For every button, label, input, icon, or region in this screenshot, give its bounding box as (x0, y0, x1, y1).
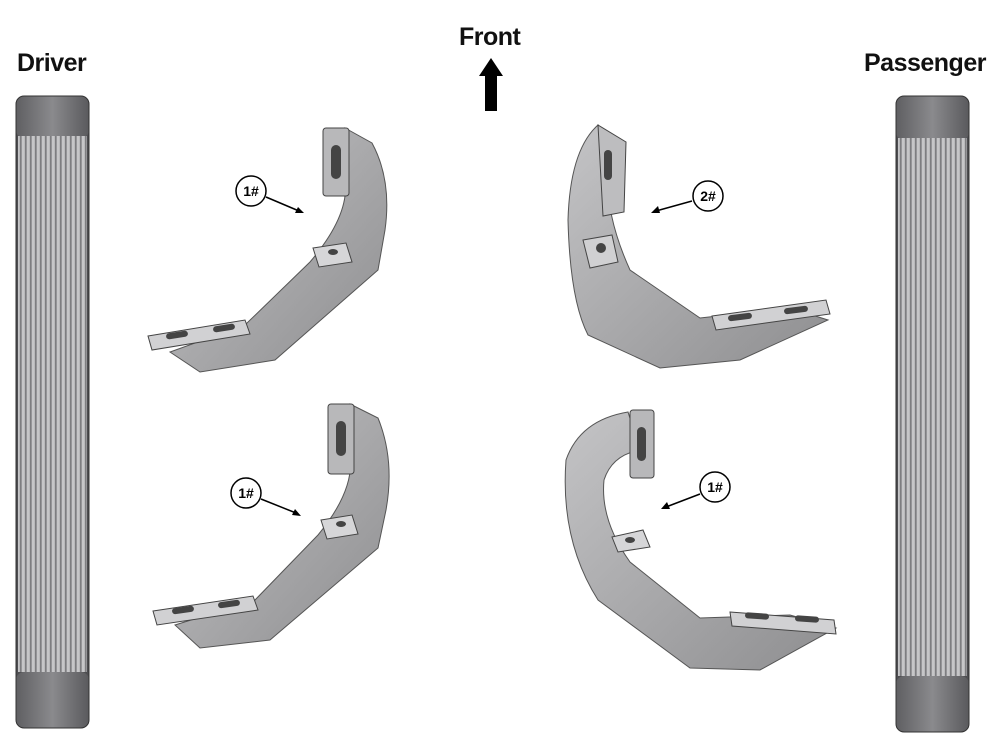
callout-label-passenger-front: 2# (700, 188, 716, 204)
callout-passenger-front: 2# (651, 180, 724, 213)
callout-label-driver-front: 1# (243, 183, 259, 199)
front-label: Front (459, 23, 521, 51)
driver-front-bracket (147, 127, 388, 373)
passenger-running-board (895, 95, 970, 733)
driver-running-board (15, 95, 90, 729)
passenger-front-bracket (567, 124, 831, 369)
driver-label: Driver (17, 49, 87, 77)
driver-rear-bracket (152, 403, 390, 649)
front-arrow-icon (479, 58, 503, 111)
passenger-label: Passenger (864, 49, 986, 77)
callout-passenger-rear: 1# (661, 471, 731, 509)
callout-label-passenger-rear: 1# (707, 479, 723, 495)
callout-label-driver-rear: 1# (238, 485, 254, 501)
callout-driver-rear: 1# (230, 477, 301, 516)
passenger-rear-bracket (564, 409, 838, 671)
callout-driver-front: 1# (235, 175, 304, 213)
